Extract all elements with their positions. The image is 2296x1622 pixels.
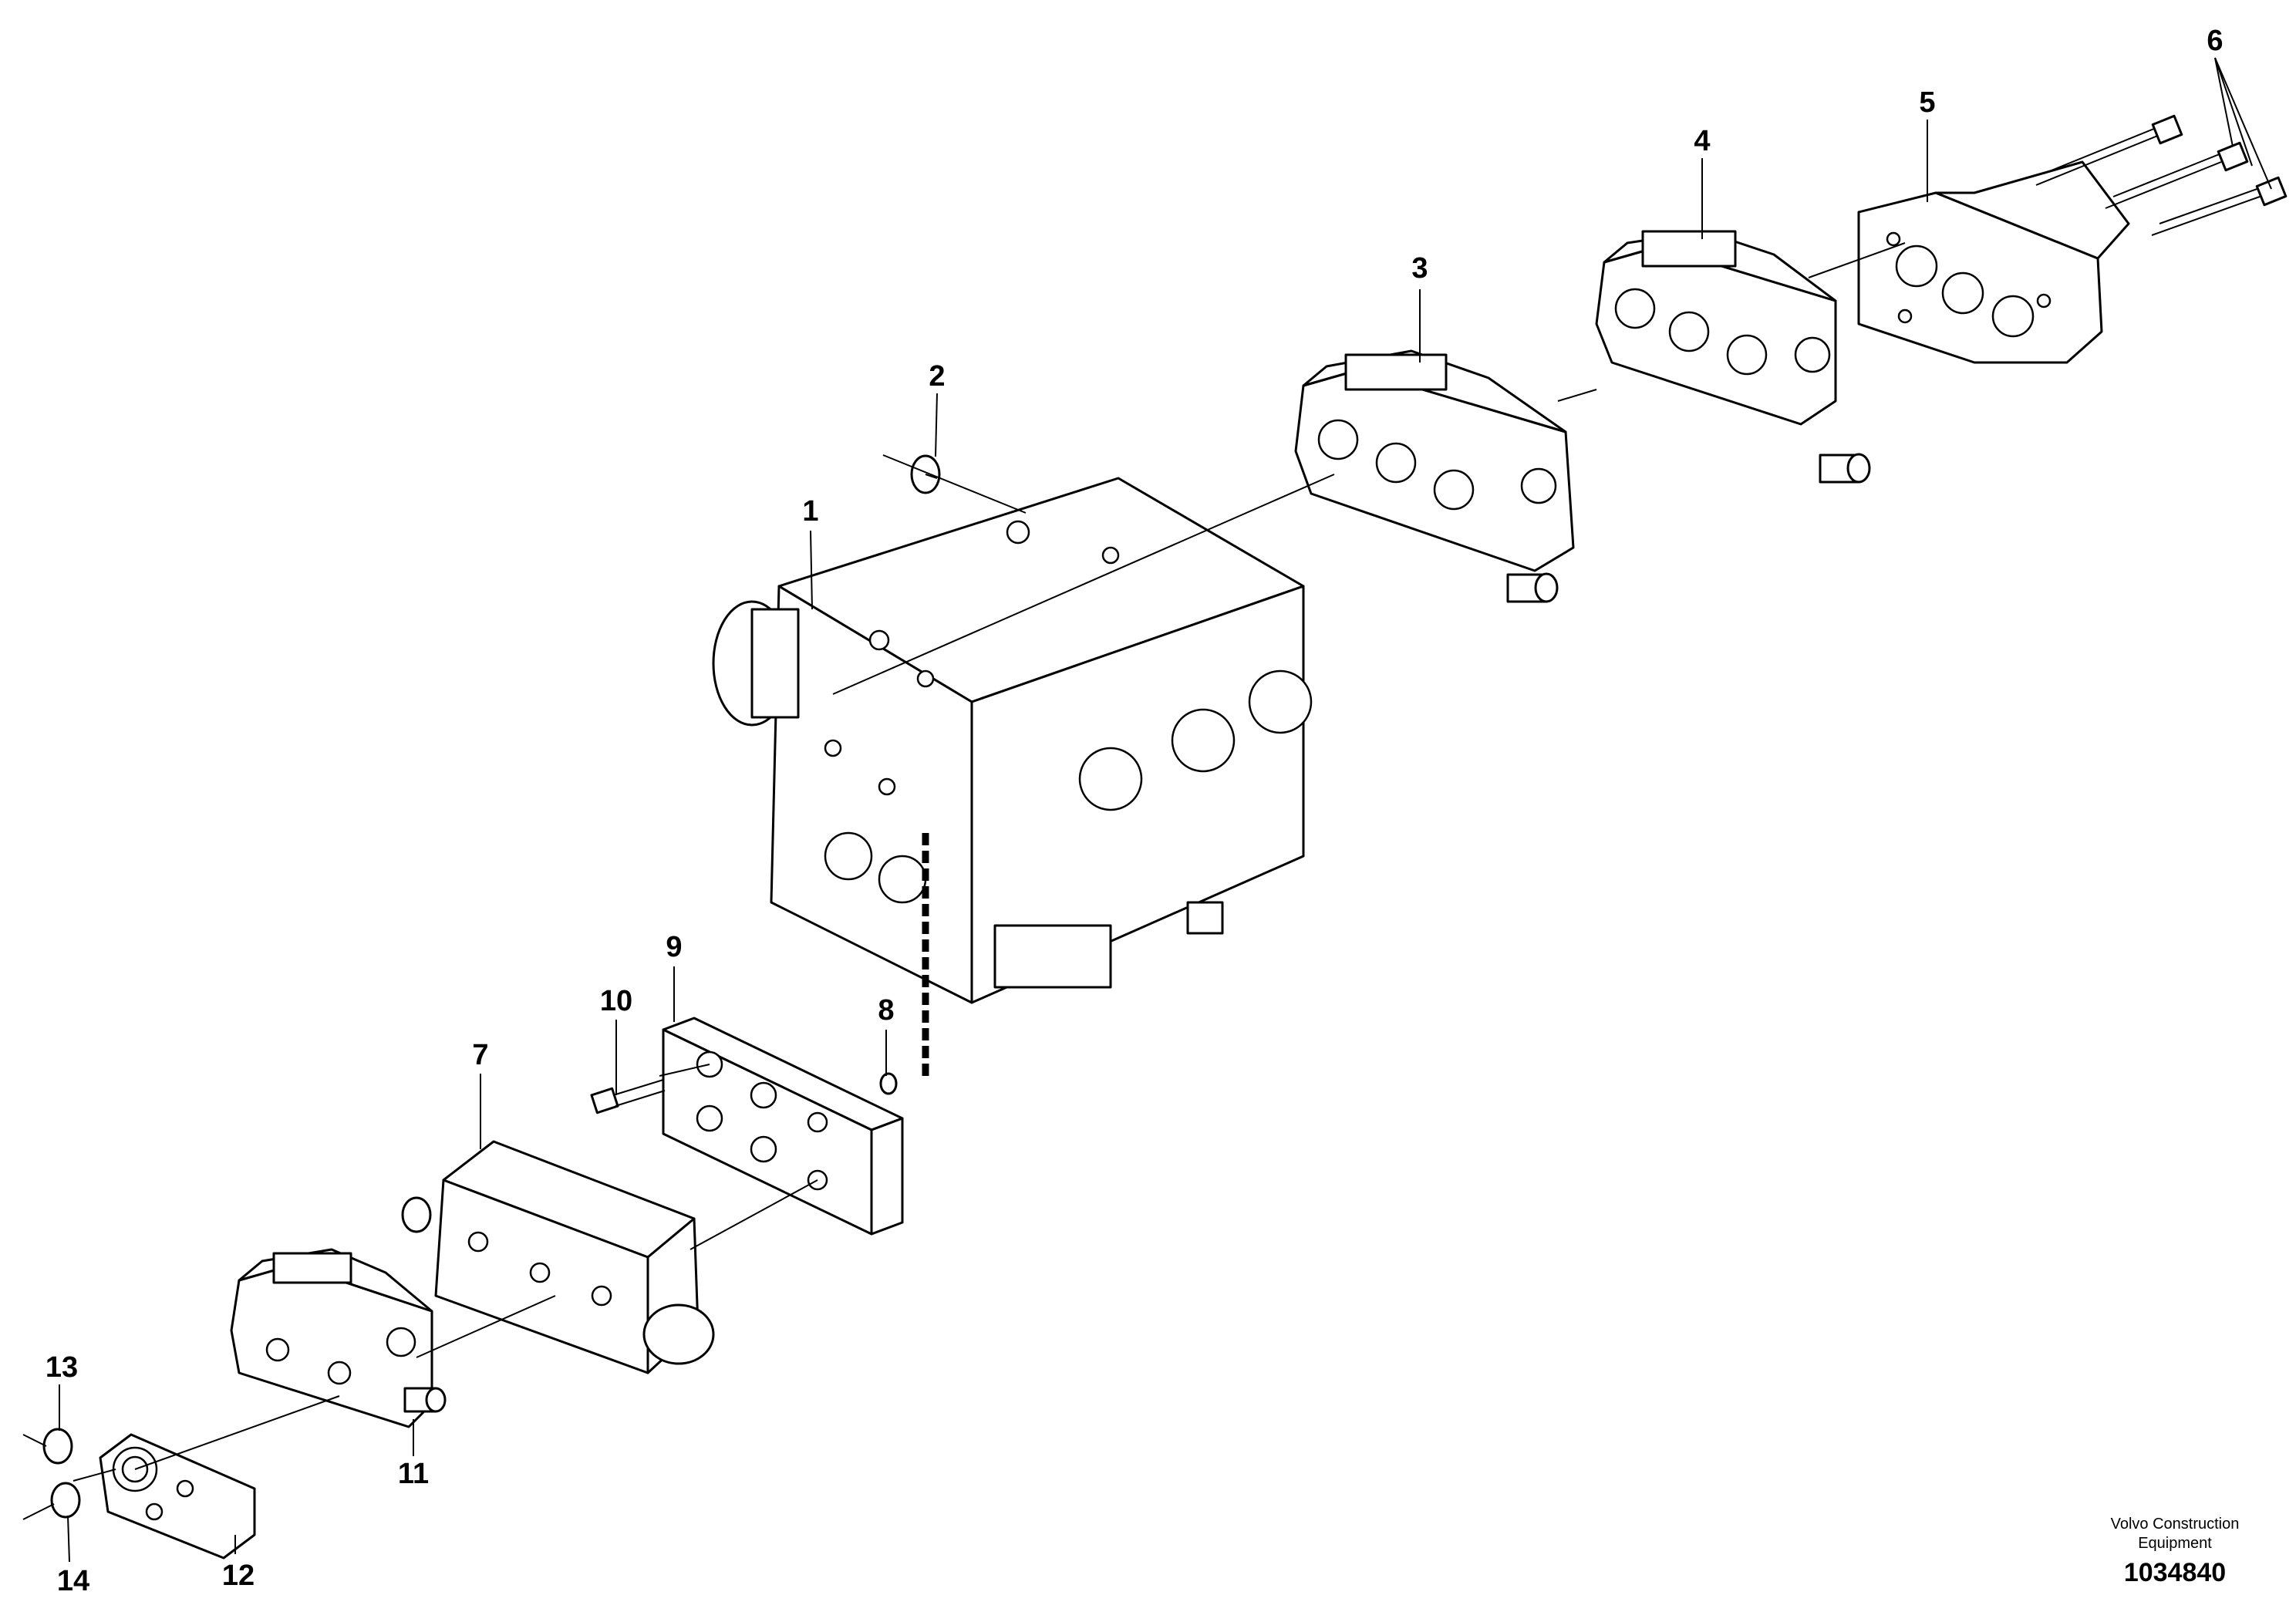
bolt-set <box>2035 114 2288 236</box>
leader-lines <box>59 57 2272 1563</box>
bolt-10 <box>590 1079 666 1114</box>
valve-section-11 <box>230 1248 447 1428</box>
assembly-lines <box>22 242 1906 1520</box>
main-valve-block <box>712 477 1313 1004</box>
callout-4: 4 <box>1694 125 1710 157</box>
valve-section-3 <box>1294 349 1575 603</box>
callout-11: 11 <box>398 1458 429 1490</box>
callout-6: 6 <box>2207 25 2223 57</box>
callout-10: 10 <box>600 985 632 1017</box>
callout-labels: 1 2 3 4 5 6 7 8 9 10 11 12 13 14 <box>46 25 2224 1597</box>
callout-1: 1 <box>802 495 818 528</box>
brand-line1: Volvo Construction <box>2110 1516 2240 1533</box>
callout-2: 2 <box>929 360 945 393</box>
o-ring-13 <box>42 1428 73 1465</box>
end-cap <box>99 1433 256 1560</box>
o-ring-14 <box>50 1482 81 1519</box>
adapter-plate <box>662 1017 904 1236</box>
callout-5: 5 <box>1919 86 1935 119</box>
valve-section-4 <box>1595 230 1871 484</box>
callout-7: 7 <box>472 1039 488 1071</box>
end-cover-plate <box>1857 160 2130 364</box>
brand-line2: Equipment <box>2138 1535 2212 1552</box>
valve-section-7 <box>401 1140 715 1374</box>
callout-3: 3 <box>1411 252 1428 285</box>
callout-12: 12 <box>222 1560 255 1592</box>
callout-14: 14 <box>57 1565 89 1597</box>
callout-13: 13 <box>46 1351 78 1384</box>
o-ring-8 <box>879 1072 898 1095</box>
drawing-number: 1034840 <box>2123 1558 2227 1587</box>
callout-8: 8 <box>878 994 894 1027</box>
callout-9: 9 <box>666 931 682 963</box>
